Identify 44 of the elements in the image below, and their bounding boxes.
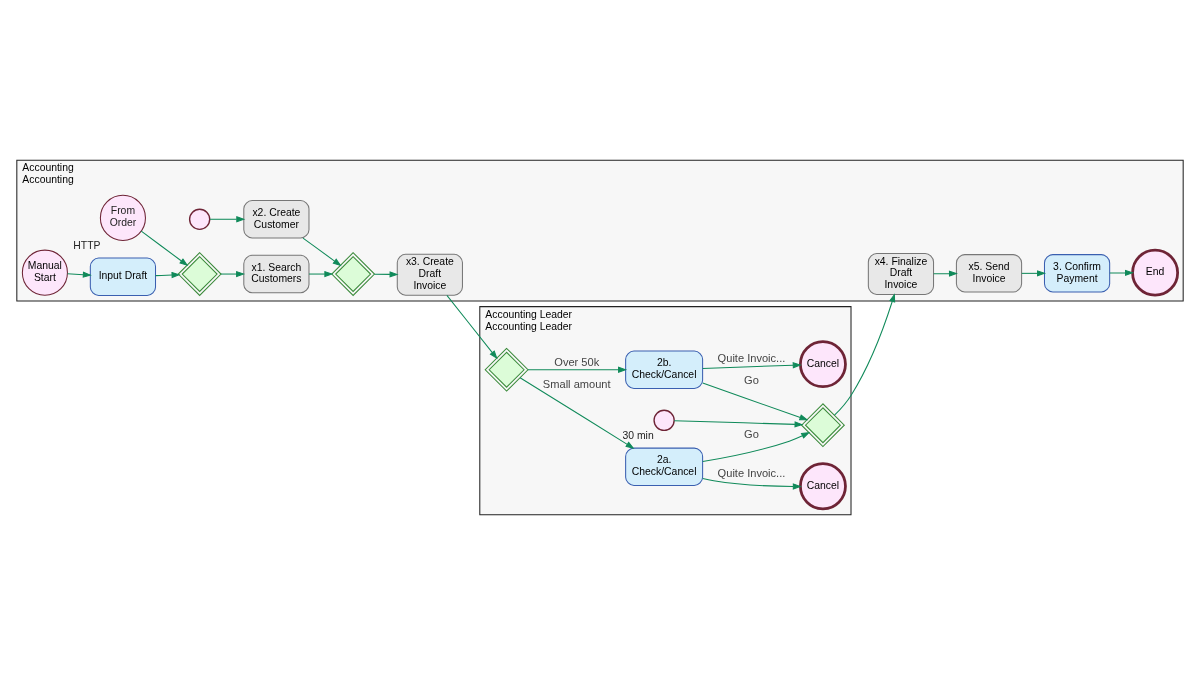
arrow — [702, 382, 809, 421]
node-circle: From Order — [99, 194, 146, 241]
arrow — [67, 271, 92, 278]
arrow — [702, 478, 802, 490]
edge-label: Quite Invoic... — [717, 467, 786, 480]
node-box: Input Draft — [89, 257, 157, 297]
arrow — [1109, 269, 1135, 277]
node-label: HTTP — [73, 239, 101, 251]
node-label: 30 min — [622, 429, 654, 441]
arrow — [302, 237, 342, 267]
arrow — [155, 271, 181, 279]
arrow — [140, 230, 189, 267]
node-circle: End — [1131, 248, 1179, 297]
node-circle — [188, 208, 211, 230]
node-box: x5. Send Invoice — [955, 254, 1023, 293]
arrow — [209, 216, 246, 223]
edge-label: Over 50k — [554, 356, 600, 369]
arrow — [519, 377, 635, 449]
node-circle — [653, 409, 675, 432]
node-box: x3. Create Draft Invoice — [396, 253, 463, 296]
edge-label: Small amount — [542, 377, 611, 390]
arrow — [933, 270, 958, 277]
arrow — [702, 362, 802, 369]
arrow — [1021, 270, 1047, 277]
node-box: 3. Confirm Payment — [1043, 254, 1111, 293]
node-box: x2. Create Customer — [243, 200, 310, 239]
node-box: x4. Finalize Draft Invoice — [867, 253, 935, 296]
arrow — [834, 293, 896, 416]
edge-label: Go — [744, 374, 759, 387]
arrow — [308, 270, 334, 278]
edge-label: Quite Invoic... — [717, 351, 786, 364]
arrow — [527, 366, 628, 373]
node-circle: Cancel — [799, 340, 847, 389]
arrow — [673, 420, 804, 428]
node-circle: Cancel — [799, 462, 847, 511]
node-circle: Manual Start — [21, 249, 68, 296]
arrow — [446, 294, 498, 360]
node-box: 2a. Check/Cancel — [625, 447, 704, 487]
arrow — [702, 432, 811, 463]
node-box: 2b. Check/Cancel — [625, 350, 704, 389]
arrow — [220, 270, 246, 278]
node-box: x1. Search Customers — [243, 254, 310, 294]
edge-label: Go — [744, 427, 759, 440]
arrow — [373, 271, 399, 278]
